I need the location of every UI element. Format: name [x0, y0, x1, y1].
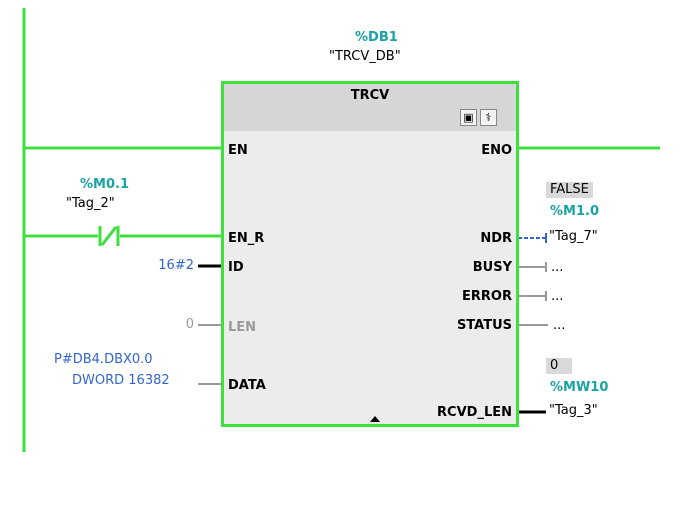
rcvd-len-tag-name[interactable]: "Tag_3": [549, 403, 598, 418]
rcvd-len-monitor-value: 0: [546, 358, 573, 374]
rcvd-len-address[interactable]: %MW10: [550, 380, 609, 395]
pin-eno[interactable]: ENO: [481, 143, 512, 158]
id-value[interactable]: 16#2: [158, 258, 194, 273]
expand-arrow-icon[interactable]: [370, 416, 380, 422]
status-operand[interactable]: ...: [553, 318, 566, 333]
len-value[interactable]: 0: [185, 317, 194, 332]
ndr-monitor-value: FALSE: [546, 182, 593, 198]
instance-db-address[interactable]: %DB1: [355, 30, 398, 45]
data-pointer[interactable]: P#DB4.DBX0.0: [54, 352, 153, 367]
instance-db-name[interactable]: "TRCV_DB": [329, 49, 401, 64]
error-operand[interactable]: ...: [551, 289, 564, 304]
contact-address[interactable]: %M0.1: [80, 177, 129, 192]
pin-error[interactable]: ERROR: [462, 289, 512, 304]
normally-closed-contact[interactable]: [98, 226, 120, 246]
trcv-function-block[interactable]: TRCV ▣ ⚕ EN EN_R ID LEN DATA ENO NDR BUS…: [221, 81, 519, 427]
pin-id[interactable]: ID: [228, 260, 244, 275]
contact-tag-name[interactable]: "Tag_2": [66, 196, 115, 211]
pin-busy[interactable]: BUSY: [472, 260, 512, 275]
pin-en-r[interactable]: EN_R: [228, 231, 265, 246]
pin-ndr[interactable]: NDR: [480, 231, 512, 246]
pin-data[interactable]: DATA: [228, 378, 266, 393]
block-type-label: TRCV: [350, 88, 390, 103]
data-length[interactable]: DWORD 16382: [72, 373, 170, 388]
pin-rcvd-len[interactable]: RCVD_LEN: [437, 405, 512, 420]
pin-status[interactable]: STATUS: [456, 318, 512, 333]
pin-len[interactable]: LEN: [228, 320, 257, 335]
database-icon[interactable]: ▣: [460, 109, 477, 126]
busy-operand[interactable]: ...: [551, 260, 564, 275]
ndr-tag-name[interactable]: "Tag_7": [549, 229, 598, 244]
pin-en[interactable]: EN: [228, 143, 248, 158]
ndr-address[interactable]: %M1.0: [550, 204, 599, 219]
diagnostic-icon[interactable]: ⚕: [480, 109, 497, 126]
